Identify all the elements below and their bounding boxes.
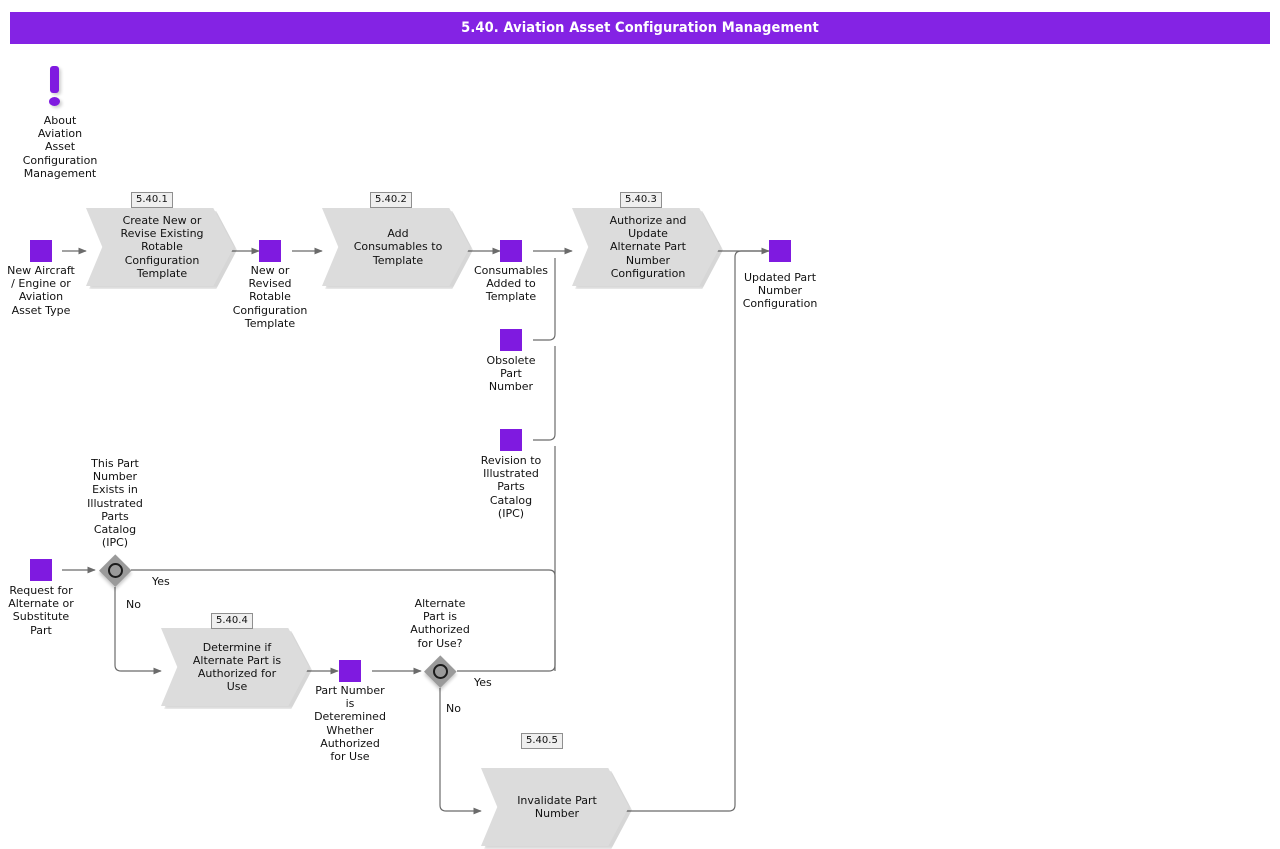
step-badge-5-40-3: 5.40.3 [620, 192, 662, 208]
object-obsolete-part-number[interactable] [500, 329, 522, 351]
object-label-revision-to-ipc: Revision to Illustrated Parts Catalog (I… [480, 454, 542, 520]
process-label: Invalidate Part Number [517, 793, 597, 820]
edge-label-yes-2: Yes [474, 676, 492, 689]
decision-ring-icon [433, 664, 448, 679]
object-revision-to-ipc[interactable] [500, 429, 522, 451]
object-consumables-added-to-template[interactable] [500, 240, 522, 262]
process-label: Determine if Alternate Part is Authorize… [192, 640, 282, 694]
decision-alternate-part-authorized[interactable] [424, 655, 456, 687]
decision-question-part-exists-in-ipc: This Part Number Exists in Illustrated P… [87, 457, 143, 550]
object-updated-part-number-config[interactable] [769, 240, 791, 262]
object-request-for-alternate-part[interactable] [30, 559, 52, 581]
page-title-bar: 5.40. Aviation Asset Configuration Manag… [10, 12, 1270, 44]
object-part-number-determined[interactable] [339, 660, 361, 682]
step-badge-5-40-4: 5.40.4 [211, 613, 253, 629]
step-badge-5-40-1: 5.40.1 [131, 192, 173, 208]
step-badge-5-40-5: 5.40.5 [521, 733, 563, 749]
object-label-consumables-added-to-template: Consumables Added to Template [473, 264, 549, 304]
object-label-new-or-revised-template: New or Revised Rotable Configuration Tem… [232, 264, 308, 330]
object-label-request-for-alternate-part: Request for Alternate or Substitute Part [8, 584, 74, 637]
about-note-label: About Aviation Asset Configuration Manag… [22, 114, 98, 180]
about-note[interactable] [49, 66, 61, 108]
object-label-obsolete-part-number: Obsolete Part Number [486, 354, 536, 394]
exclamation-dot-icon [49, 97, 60, 106]
edge-label-no-2: No [446, 702, 461, 715]
decision-part-exists-in-ipc[interactable] [99, 554, 131, 586]
edge-label-yes-1: Yes [152, 575, 170, 588]
process-invalidate-part-number[interactable]: Invalidate Part Number [481, 768, 629, 846]
exclamation-icon [50, 66, 59, 93]
process-authorize-update-alternate[interactable]: Authorize and Update Alternate Part Numb… [572, 208, 720, 286]
decision-question-alternate-part-authorized: Alternate Part is Authorized for Use? [410, 597, 470, 650]
edge-label-no-1: No [126, 598, 141, 611]
process-create-or-revise-template[interactable]: Create New or Revise Existing Rotable Co… [86, 208, 234, 286]
object-label-part-number-determined: Part Number is Deteremined Whether Autho… [314, 684, 386, 764]
process-determine-alternate-part[interactable]: Determine if Alternate Part is Authorize… [161, 628, 309, 706]
step-badge-5-40-2: 5.40.2 [370, 192, 412, 208]
page-title: 5.40. Aviation Asset Configuration Manag… [461, 20, 819, 36]
process-label: Add Consumables to Template [353, 227, 443, 267]
object-label-new-aircraft-engine: New Aircraft / Engine or Aviation Asset … [7, 264, 75, 317]
process-add-consumables[interactable]: Add Consumables to Template [322, 208, 470, 286]
process-label: Authorize and Update Alternate Part Numb… [609, 213, 687, 280]
process-label: Create New or Revise Existing Rotable Co… [120, 213, 204, 280]
object-label-updated-part-number-config: Updated Part Number Configuration [742, 271, 818, 311]
object-new-or-revised-template[interactable] [259, 240, 281, 262]
object-new-aircraft-engine[interactable] [30, 240, 52, 262]
decision-ring-icon [108, 563, 123, 578]
